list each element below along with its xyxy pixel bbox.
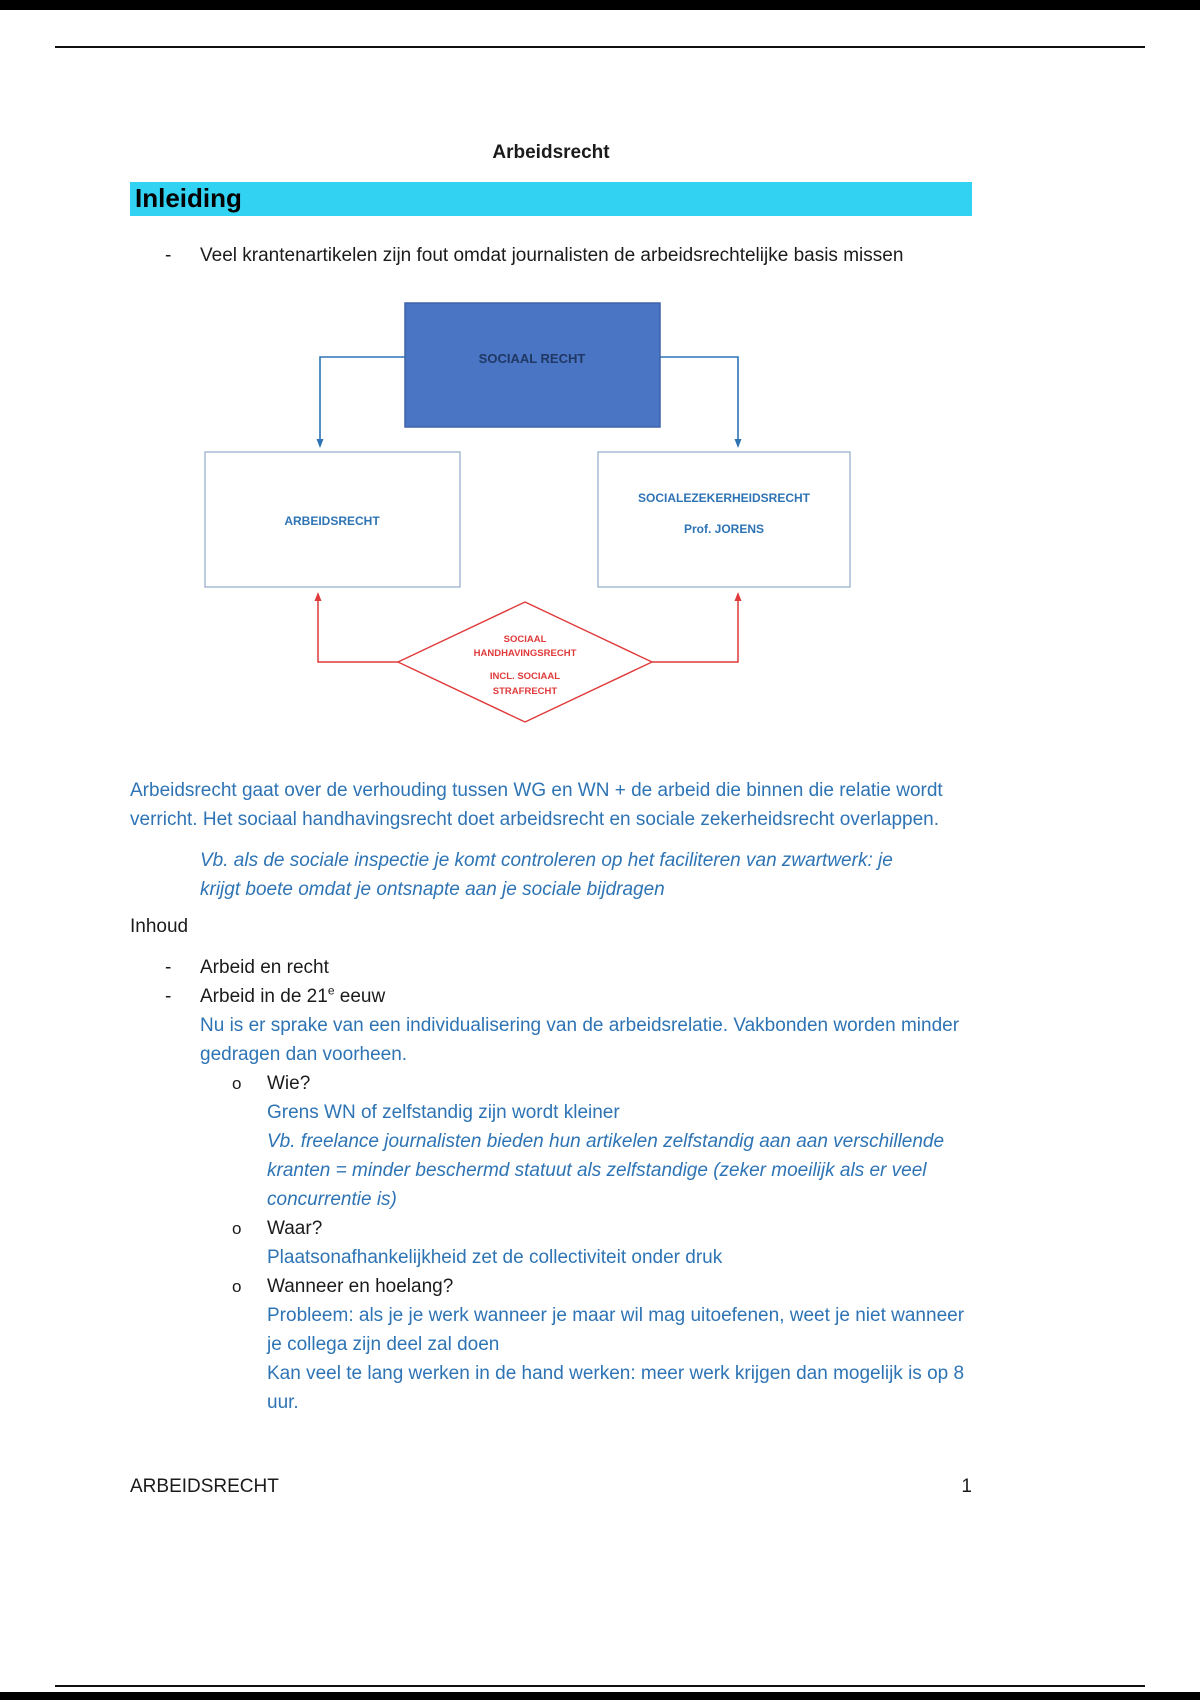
- page-footer: ARBEIDSRECHT 1: [130, 1476, 972, 1498]
- sociaal-recht-diagram: SOCIAAL RECHT ARBEIDSRECHT SOCIALEZEKERH…: [130, 297, 972, 767]
- top-rule: [55, 46, 1145, 48]
- diamond-label-3: INCL. SOCIAAL: [490, 671, 560, 682]
- paragraph-arbeidsrecht: Arbeidsrecht gaat over de verhouding tus…: [130, 780, 943, 830]
- intro-bullet-text: Veel krantenartikelen zijn fout omdat jo…: [200, 245, 904, 266]
- arbeidsrecht-box: [204, 451, 461, 588]
- list-item-label: Arbeid en recht: [200, 957, 329, 978]
- bullet-dash: -: [165, 957, 172, 978]
- inhoud-heading: Inhoud: [130, 916, 189, 937]
- page-bottom-edge: [0, 1692, 1200, 1700]
- note-plaatsonafhankelijkheid: Plaatsonafhankelijkheid zet de collectiv…: [267, 1247, 723, 1268]
- diagram-canvas: SOCIAAL RECHT ARBEIDSRECHT SOCIALEZEKERH…: [204, 302, 851, 723]
- connector-top-to-left: [316, 356, 405, 448]
- connector-diamond-to-right: [652, 592, 742, 663]
- diamond-label-2: HANDHAVINGSRECHT: [474, 648, 577, 659]
- bullet-circle: o: [232, 1219, 242, 1238]
- bullet-circle: o: [232, 1277, 242, 1296]
- diamond-label-1: SOCIAAL: [504, 634, 547, 645]
- bullet-dash: -: [165, 245, 172, 266]
- connector-top-to-right: [660, 356, 742, 448]
- arbeidsrecht-label: ARBEIDSRECHT: [284, 514, 380, 528]
- note-grens-wn: Grens WN of zelfstandig zijn wordt klein…: [267, 1102, 620, 1123]
- sociaal-recht-label: SOCIAAL RECHT: [479, 351, 586, 366]
- sub-item-label: Waar?: [267, 1218, 323, 1239]
- inhoud-list: - Arbeid en recht - Arbeid in de 21e eeu…: [130, 953, 972, 1417]
- section-heading-inleiding: Inleiding: [130, 182, 972, 216]
- list-item-label: Arbeid in de 21e eeuw: [200, 983, 386, 1007]
- intro-bullet: - Veel krantenartikelen zijn fout omdat …: [130, 241, 972, 270]
- page-title: Arbeidsrecht: [492, 142, 610, 163]
- socialezekerheidsrecht-box: [597, 451, 851, 588]
- bottom-rule: [55, 1685, 1145, 1687]
- list-item-arbeid-21e-eeuw: - Arbeid in de 21e eeuw: [130, 982, 972, 1011]
- example-sociale-inspectie: Vb. als de sociale inspectie je komt con…: [200, 850, 893, 900]
- sub-item-waar: o Waar?: [130, 1214, 972, 1243]
- sub-item-label: Wanneer en hoelang?: [267, 1276, 454, 1297]
- sub-item-label: Wie?: [267, 1073, 311, 1094]
- bullet-circle: o: [232, 1074, 242, 1093]
- diamond-label-4: STRAFRECHT: [493, 686, 558, 697]
- handhavingsrecht-diamond: [396, 601, 654, 723]
- sub-item-wie: o Wie?: [130, 1069, 972, 1098]
- socialezekerheidsrecht-label: SOCIALEZEKERHEIDSRECHT: [638, 491, 811, 505]
- footer-label: ARBEIDSRECHT: [130, 1476, 279, 1497]
- superscript-e: e: [327, 983, 335, 998]
- note-lang-werken: Kan veel te lang werken in de hand werke…: [267, 1363, 965, 1413]
- page-number: 1: [961, 1476, 972, 1497]
- document-page: Arbeidsrecht Inleiding - Veel krantenart…: [130, 138, 972, 1417]
- sub-item-wanneer: o Wanneer en hoelang?: [130, 1272, 972, 1301]
- connector-diamond-to-left: [314, 592, 398, 663]
- note-probleem: Probleem: als je je werk wanneer je maar…: [267, 1305, 965, 1355]
- prof-jorens-label: Prof. JORENS: [684, 522, 764, 536]
- note-individualisering: Nu is er sprake van een individualiserin…: [200, 1015, 960, 1065]
- sociaal-recht-box: [404, 302, 661, 428]
- page-top-edge: [0, 0, 1200, 10]
- bullet-dash: -: [165, 986, 172, 1007]
- list-item-arbeid-en-recht: - Arbeid en recht: [130, 953, 972, 982]
- example-freelance: Vb. freelance journalisten bieden hun ar…: [267, 1131, 945, 1210]
